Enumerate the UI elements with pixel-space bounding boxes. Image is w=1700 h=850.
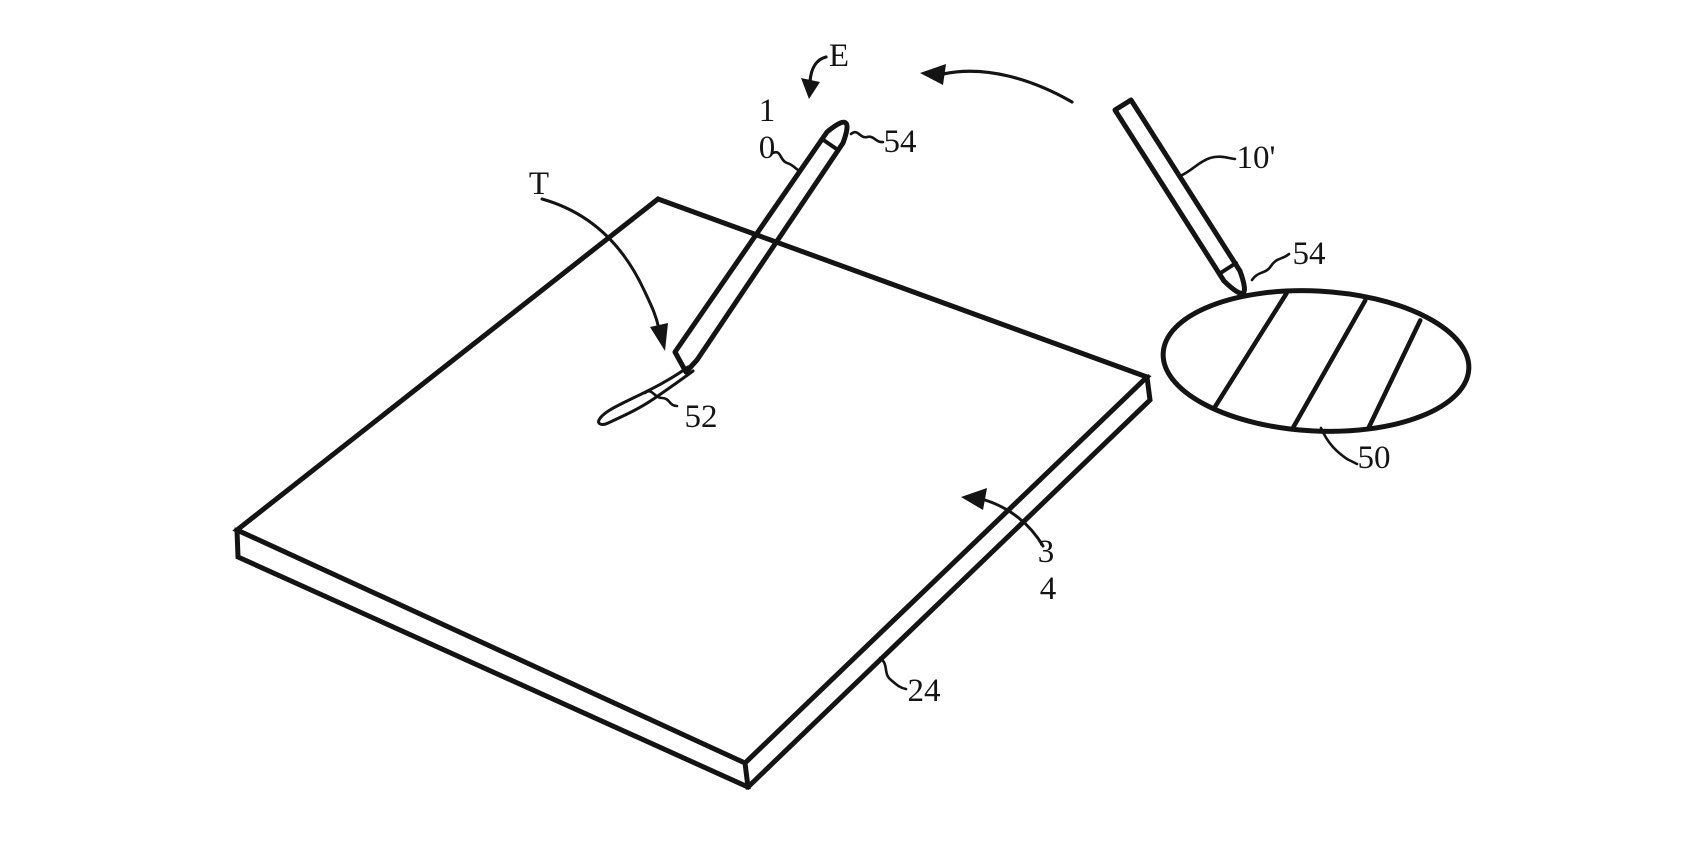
tablet-top-surface xyxy=(232,196,1152,766)
label-t: T xyxy=(529,166,549,202)
e-arrowhead xyxy=(801,78,820,99)
hatch-line-1 xyxy=(1212,291,1289,410)
e-arrow-curve xyxy=(808,55,828,84)
leader-ref10 xyxy=(771,150,802,173)
reference-labels: E 1 0 54 T 52 3 4 24 10' 54 50 xyxy=(529,38,1391,709)
label-54-left: 54 xyxy=(884,124,917,160)
arrows xyxy=(540,55,1074,548)
t-arrow-curve xyxy=(540,197,661,331)
leader-lines xyxy=(643,130,1359,691)
detail-ellipse-outline xyxy=(1160,288,1472,434)
label-34-digit2: 4 xyxy=(1040,571,1057,607)
label-24: 24 xyxy=(908,673,941,709)
hatch-line-3 xyxy=(1366,318,1423,431)
label-34-digit1: 3 xyxy=(1038,534,1055,570)
label-10-digit1: 1 xyxy=(759,93,776,129)
t-arrowhead xyxy=(650,323,668,351)
leader-ref54-right xyxy=(1250,252,1291,282)
detail-ellipse-50 xyxy=(1160,288,1472,434)
motion-arrowhead xyxy=(920,64,946,85)
active-stylus xyxy=(597,119,850,426)
leader-ref50 xyxy=(1319,426,1359,466)
label-54-right: 54 xyxy=(1293,236,1326,272)
active-stylus-body xyxy=(672,119,850,375)
label-50: 50 xyxy=(1358,440,1391,476)
leader-ref54-left xyxy=(849,130,885,144)
detached-stylus-body xyxy=(1112,97,1247,296)
leader-ref24 xyxy=(878,656,908,691)
motion-arrow-curve xyxy=(941,69,1074,104)
label-e: E xyxy=(829,38,849,74)
detached-stylus xyxy=(1112,97,1247,296)
label-52: 52 xyxy=(685,399,718,435)
leader-ref10-prime xyxy=(1178,155,1237,178)
label-10-prime: 10' xyxy=(1237,140,1276,176)
active-stylus-cap-line xyxy=(820,137,840,152)
detached-stylus-cap-line xyxy=(1217,261,1238,276)
rotation-arrow-curve xyxy=(983,498,1045,548)
hatch-line-2 xyxy=(1291,298,1368,430)
rotation-arrowhead xyxy=(961,488,987,510)
contact-mark-52 xyxy=(597,365,695,426)
tablet xyxy=(232,196,1153,790)
tablet-thickness-edges xyxy=(234,374,1153,790)
leader-ref52 xyxy=(643,389,679,408)
label-10-digit2: 0 xyxy=(759,130,776,166)
